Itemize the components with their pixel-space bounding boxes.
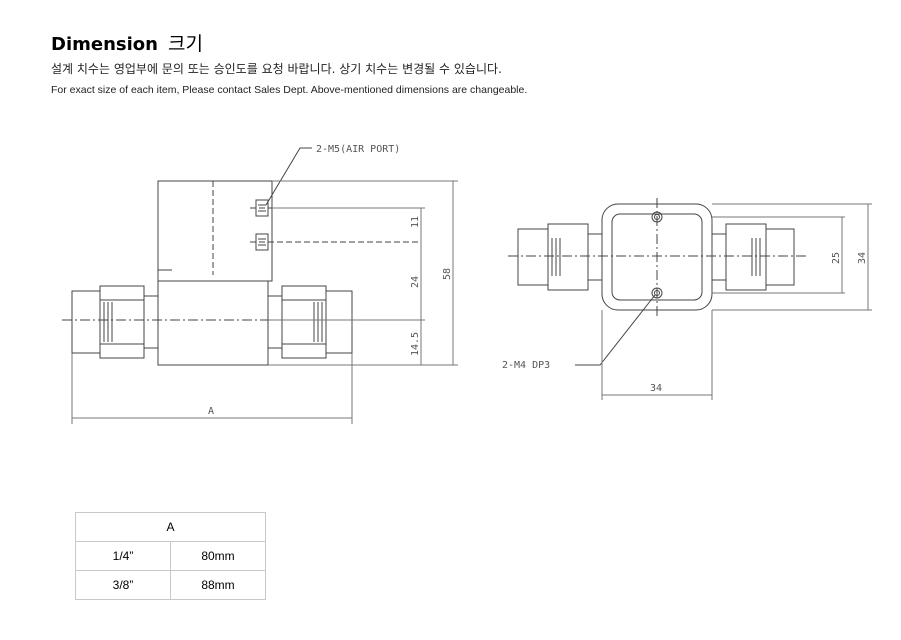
page-title: Dimension 크기 <box>51 29 203 56</box>
air-port-label: 2-M5(AIR PORT) <box>316 144 400 155</box>
note-english: For exact size of each item, Please cont… <box>51 84 528 96</box>
table-header-a: A <box>75 512 266 542</box>
table-cell-value: 88mm <box>170 570 266 600</box>
dim-58: 58 <box>442 268 453 280</box>
dim-a: A <box>208 406 214 417</box>
side-view <box>62 147 458 424</box>
dim-14-5: 14.5 <box>410 332 421 356</box>
note-korean: 설계 치수는 영업부에 문의 또는 승인도를 요청 바랍니다. 상기 치수는 변… <box>51 62 502 76</box>
title-en: Dimension <box>51 34 158 55</box>
dim-24: 24 <box>410 276 421 288</box>
table-cell-size: 1/4” <box>75 541 171 571</box>
dim-11: 11 <box>410 216 421 228</box>
dimension-table: A 1/4” 80mm 3/8” 88mm <box>75 512 266 600</box>
table-cell-size: 3/8” <box>75 570 171 600</box>
title-ko: 크기 <box>167 33 203 55</box>
table-cell-value: 80mm <box>170 541 266 571</box>
top-view <box>508 198 872 400</box>
table-header-row: A <box>75 512 266 542</box>
dim-34-horizontal: 34 <box>650 383 662 394</box>
table-row: 3/8” 88mm <box>75 570 266 600</box>
table-row: 1/4” 80mm <box>75 541 266 571</box>
dim-25: 25 <box>831 252 842 264</box>
hole-label: 2-M4 DP3 <box>502 360 550 371</box>
dim-34-vertical: 34 <box>857 252 868 264</box>
